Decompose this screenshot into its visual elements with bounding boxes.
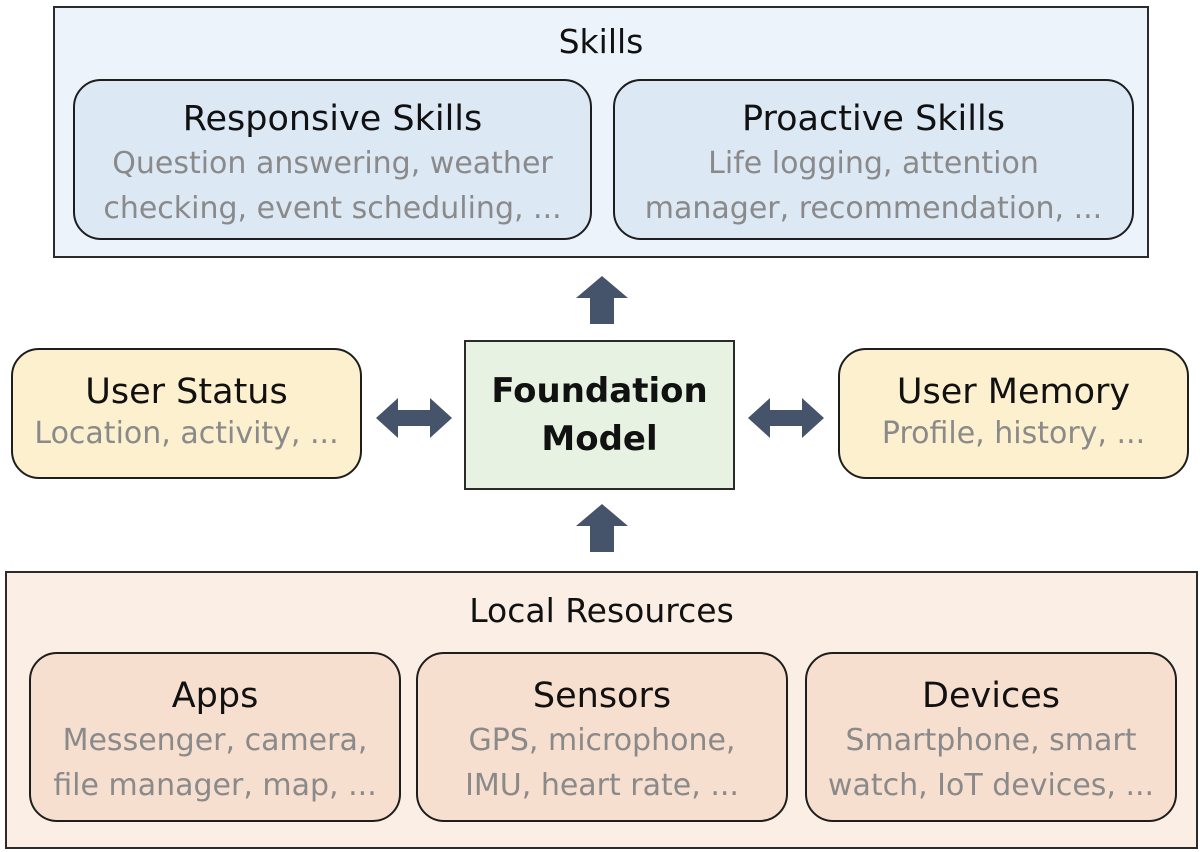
skills-title: Skills <box>558 22 644 61</box>
devices-desc-line2: watch, IoT devices, ... <box>827 768 1155 803</box>
arrow-up-to-foundation <box>576 504 628 552</box>
devices-desc-line1: Smartphone, smart <box>845 723 1137 758</box>
proactive-skills-desc-line1: Life logging, attention <box>708 146 1039 181</box>
arrow-up-to-skills <box>576 276 628 324</box>
arrow-bidirectional-status <box>376 398 452 438</box>
user-memory-title: User Memory <box>896 372 1131 412</box>
foundation-model-box: Foundation Model <box>464 340 735 490</box>
proactive-skills-desc-line2: manager, recommendation, ... <box>644 191 1103 226</box>
apps-title: Apps <box>171 676 259 716</box>
sensors-box: Sensors GPS, microphone, IMU, heart rate… <box>416 652 788 822</box>
foundation-model-line1: Foundation <box>491 371 708 411</box>
responsive-skills-box: Responsive Skills Question answering, we… <box>73 79 592 240</box>
apps-desc-line1: Messenger, camera, <box>62 723 368 758</box>
proactive-skills-box: Proactive Skills Life logging, attention… <box>613 79 1134 240</box>
arrow-bidirectional-memory <box>748 398 824 438</box>
apps-desc-line2: file manager, map, ... <box>53 768 377 803</box>
user-status-box: User Status Location, activity, ... <box>11 348 362 479</box>
proactive-skills-title: Proactive Skills <box>742 99 1005 139</box>
apps-box: Apps Messenger, camera, file manager, ma… <box>29 652 401 822</box>
user-memory-box: User Memory Profile, history, ... <box>838 348 1189 479</box>
sensors-desc-line1: GPS, microphone, <box>468 723 736 758</box>
foundation-model-line2: Model <box>541 419 658 459</box>
responsive-skills-desc-line1: Question answering, weather <box>112 146 553 181</box>
local-resources-title: Local Resources <box>469 591 734 630</box>
user-memory-desc: Profile, history, ... <box>881 416 1146 451</box>
sensors-desc-line2: IMU, heart rate, ... <box>465 768 739 803</box>
responsive-skills-title: Responsive Skills <box>182 99 483 139</box>
sensors-title: Sensors <box>532 676 672 716</box>
user-status-desc: Location, activity, ... <box>34 416 339 451</box>
devices-box: Devices Smartphone, smart watch, IoT dev… <box>805 652 1177 822</box>
user-status-title: User Status <box>85 372 288 412</box>
responsive-skills-desc-line2: checking, event scheduling, ... <box>103 191 562 226</box>
devices-title: Devices <box>922 676 1060 716</box>
